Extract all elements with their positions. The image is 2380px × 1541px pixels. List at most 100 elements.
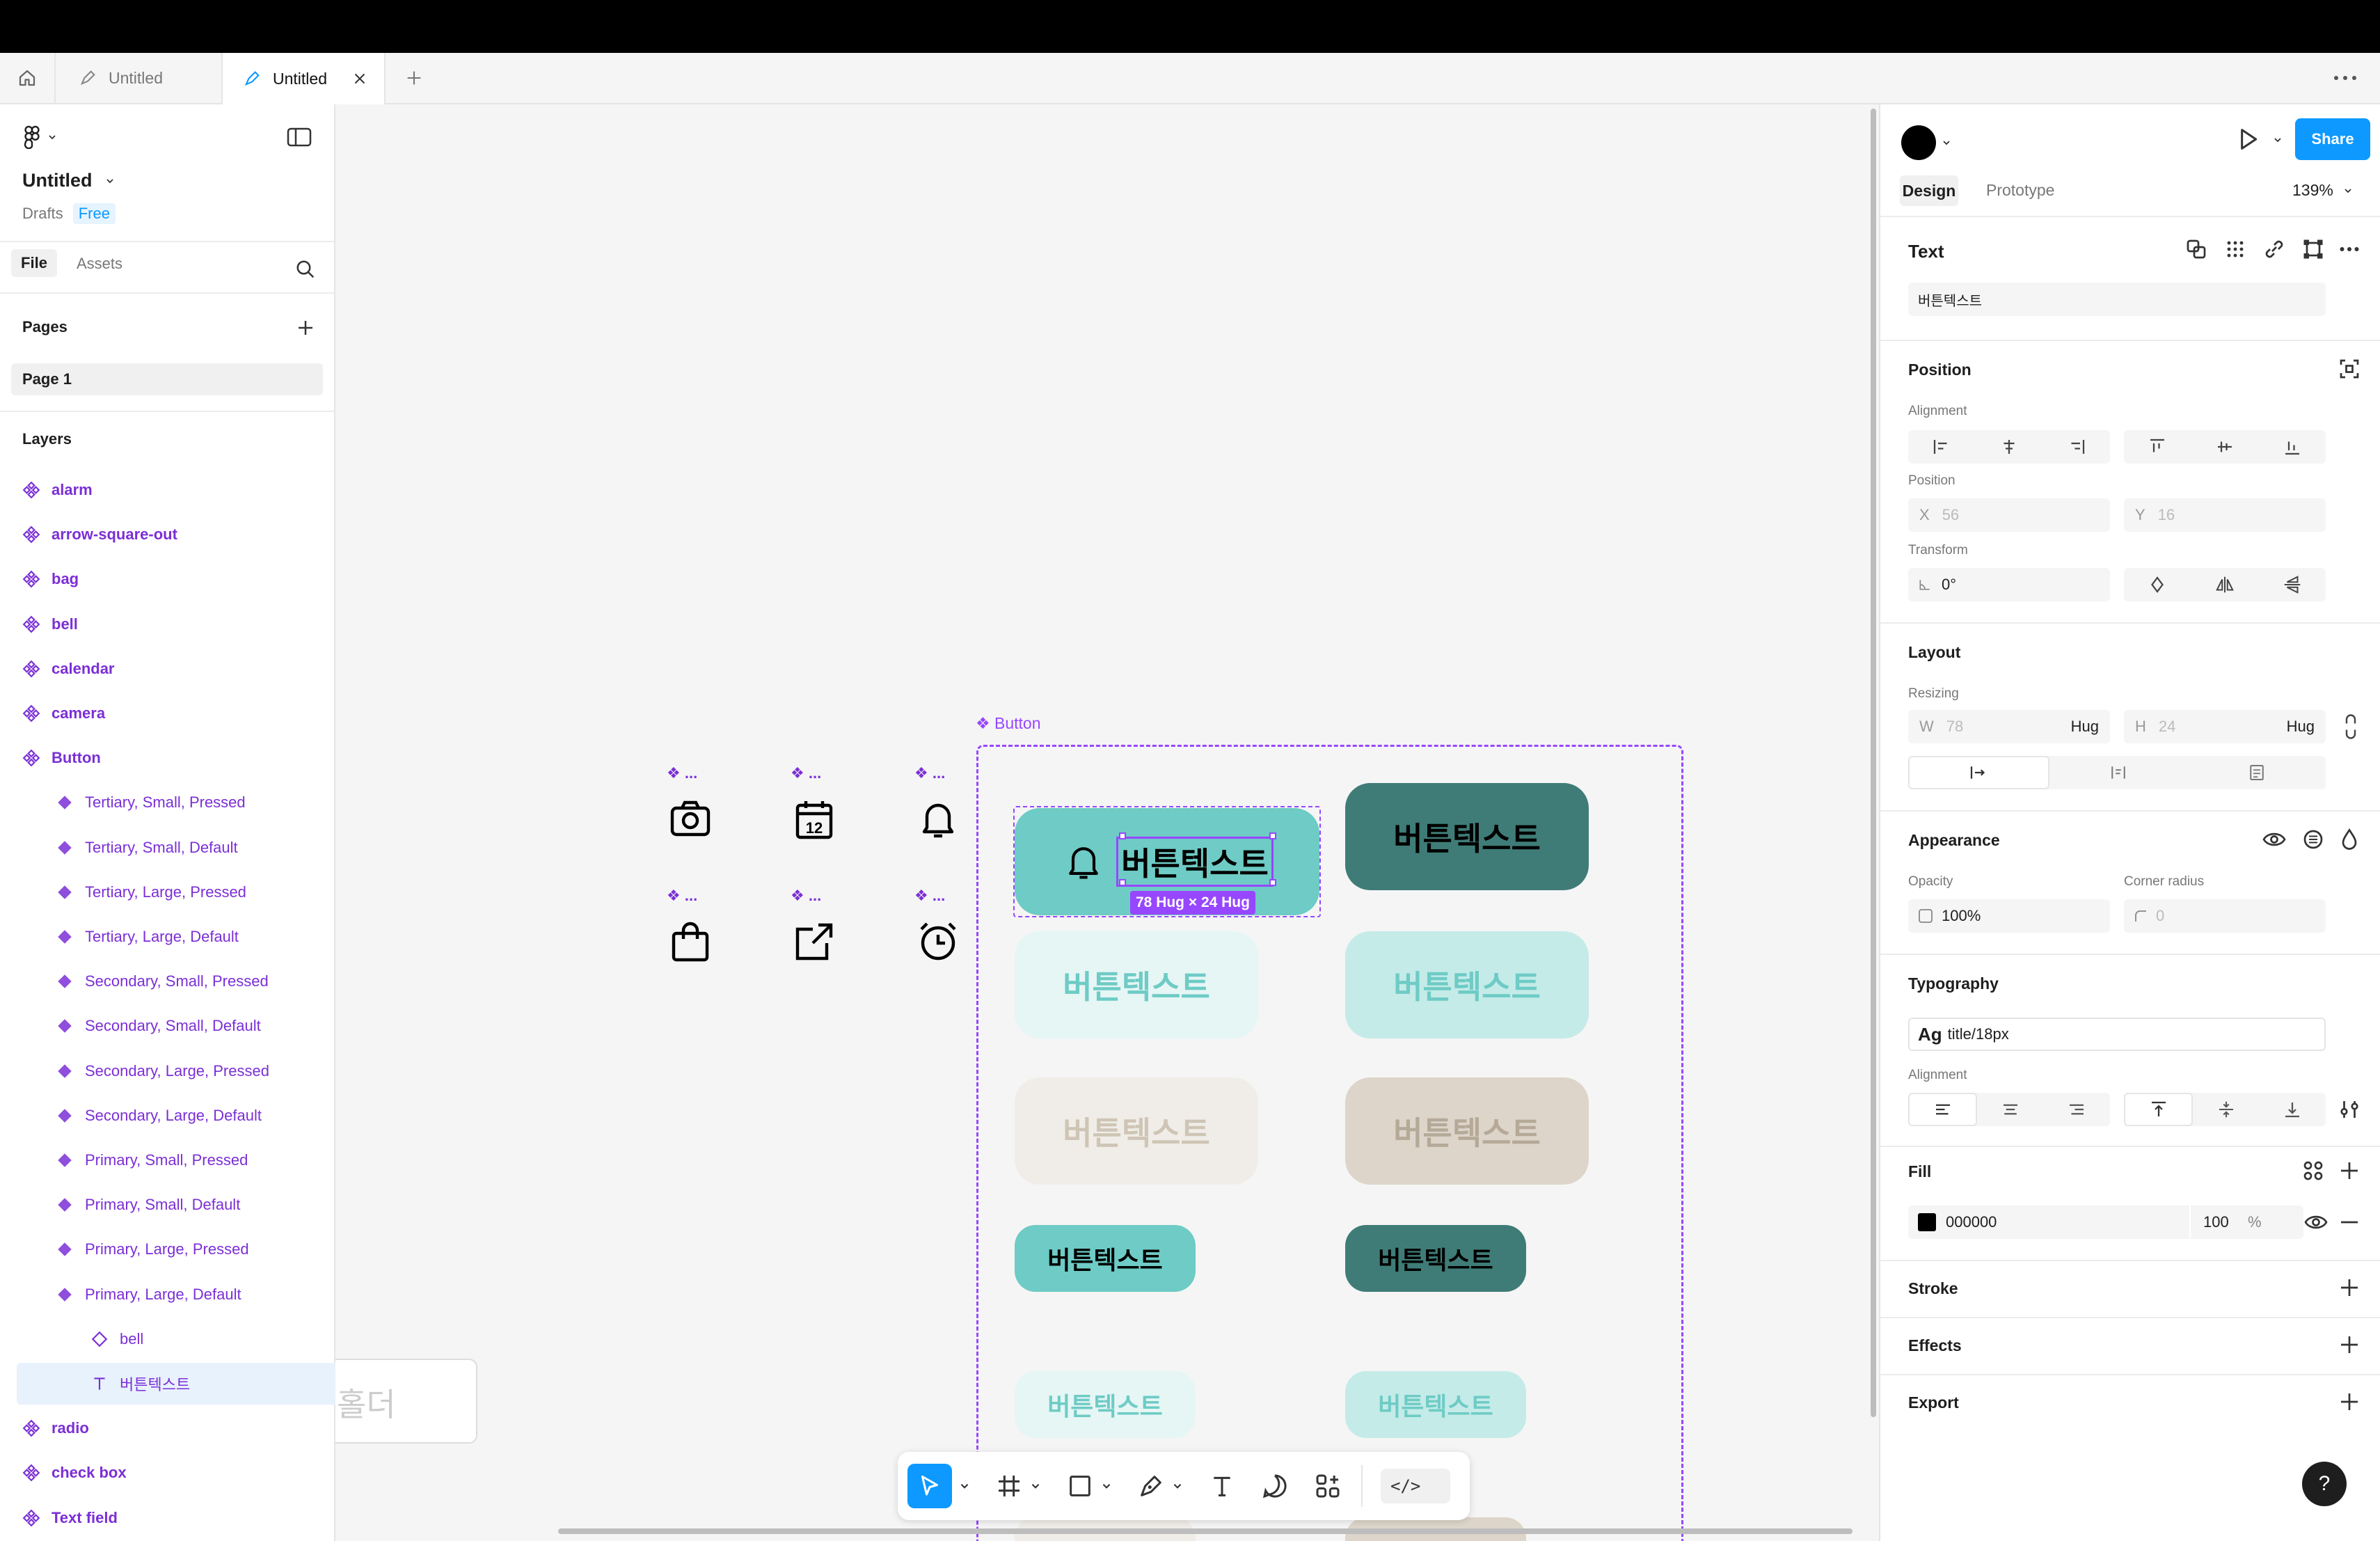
file-title[interactable]: Untitled <box>22 170 115 191</box>
move-tool-button[interactable] <box>907 1464 952 1508</box>
chevron-down-icon[interactable] <box>2273 135 2283 145</box>
frame-tool-icon[interactable] <box>995 1472 1023 1500</box>
chevron-down-icon[interactable] <box>1172 1480 1183 1492</box>
layer-item-alarm[interactable]: alarm <box>0 469 335 511</box>
rectangle-tool-icon[interactable] <box>1066 1472 1094 1500</box>
flip-horizontal-button[interactable] <box>2191 568 2259 601</box>
resize-handle[interactable] <box>1119 879 1126 886</box>
search-icon[interactable] <box>295 259 316 280</box>
layer-item-tertiary-large-default[interactable]: Tertiary, Large, Default <box>0 916 335 958</box>
width-field[interactable]: W 78 Hug <box>1908 710 2110 743</box>
secondary-large-default-button[interactable]: 버튼텍스트 <box>1015 931 1258 1038</box>
close-icon[interactable] <box>351 70 369 88</box>
pen-tool-icon[interactable] <box>1137 1472 1165 1500</box>
fill-swatch[interactable] <box>1918 1213 1936 1231</box>
text-tool-icon[interactable] <box>1208 1472 1236 1500</box>
opacity-field[interactable]: 100% <box>1908 899 2110 933</box>
secondary-small-pressed-button[interactable]: 버튼텍스트 <box>1345 1371 1526 1438</box>
layer-item-secondary-large-pressed[interactable]: Secondary, Large, Pressed <box>0 1050 335 1092</box>
h-mode[interactable]: Hug <box>2286 718 2315 735</box>
align-center-button[interactable] <box>1976 430 2043 464</box>
component-swap-icon[interactable] <box>2184 237 2209 262</box>
add-export-icon[interactable] <box>2337 1389 2362 1414</box>
align-middle-button[interactable] <box>2191 430 2259 464</box>
layer-item-secondary-small-pressed[interactable]: Secondary, Small, Pressed <box>0 961 335 1002</box>
icon-component-label[interactable]: ❖ ... <box>667 764 698 782</box>
align-right-button[interactable] <box>2042 430 2110 464</box>
file-tab-1[interactable]: Untitled <box>57 53 221 103</box>
type-settings-icon[interactable] <box>2337 1097 2362 1122</box>
tab-design[interactable]: Design <box>1900 175 1958 206</box>
file-tab-2[interactable]: Untitled <box>221 53 386 104</box>
rotate-button[interactable] <box>2124 568 2191 601</box>
remove-fill-icon[interactable] <box>2337 1210 2362 1235</box>
tertiary-large-default-button[interactable]: 버튼텍스트 <box>1015 1077 1258 1185</box>
help-button[interactable]: ? <box>2302 1462 2347 1506</box>
fill-opacity[interactable]: 100 <box>2203 1213 2229 1231</box>
secondary-large-pressed-button[interactable]: 버튼텍스트 <box>1345 931 1589 1038</box>
align-bottom-button[interactable] <box>2258 430 2326 464</box>
add-effect-icon[interactable] <box>2337 1332 2362 1357</box>
horizontal-scrollbar[interactable] <box>558 1528 1853 1534</box>
layer-item-calendar[interactable]: calendar <box>0 648 335 690</box>
text-align-middle-button[interactable] <box>2193 1093 2259 1126</box>
fixed-size-button[interactable] <box>2187 756 2326 789</box>
layer-item-tertiary-large-pressed[interactable]: Tertiary, Large, Pressed <box>0 871 335 913</box>
icon-component-label[interactable]: ❖ ... <box>791 887 822 904</box>
vertical-scrollbar[interactable] <box>1871 109 1876 1417</box>
layer-item-radio[interactable]: radio <box>0 1407 335 1449</box>
height-field[interactable]: H 24 Hug <box>2124 710 2326 743</box>
primary-large-pressed-button[interactable]: 버튼텍스트 <box>1345 783 1589 890</box>
text-style-field[interactable]: Ag title/18px <box>1908 1018 2326 1051</box>
tab-file[interactable]: File <box>11 249 57 277</box>
layer-name-field[interactable]: 버튼텍스트 <box>1908 283 2326 316</box>
text-align-left-button[interactable] <box>1908 1093 1978 1126</box>
text-align-bottom-button[interactable] <box>2260 1093 2326 1126</box>
text-align-right-button[interactable] <box>2044 1093 2110 1126</box>
layer-item-tertiary-small-pressed[interactable]: Tertiary, Small, Pressed <box>0 782 335 823</box>
dev-mode-toggle[interactable]: </> <box>1381 1469 1450 1503</box>
page-item[interactable]: Page 1 <box>11 363 323 395</box>
main-menu-button[interactable] <box>24 125 57 149</box>
sidebar-toggle-icon[interactable] <box>287 127 312 148</box>
present-icon[interactable] <box>2234 125 2262 153</box>
home-tab[interactable] <box>0 53 56 103</box>
w-mode[interactable]: Hug <box>2070 718 2099 735</box>
frame-selection-icon[interactable] <box>2301 237 2326 262</box>
chevron-down-icon[interactable] <box>1101 1480 1112 1492</box>
resize-handle[interactable] <box>1269 832 1276 839</box>
styles-icon[interactable] <box>2301 1158 2326 1183</box>
icon-component-label[interactable]: ❖ ... <box>914 764 946 782</box>
primary-small-default-button[interactable]: 버튼텍스트 <box>1015 1225 1196 1292</box>
drafts-link[interactable]: Drafts <box>22 205 63 222</box>
fill-hex[interactable]: 000000 <box>1946 1213 1997 1231</box>
layer-item-primary-large-default[interactable]: Primary, Large, Default <box>0 1274 335 1315</box>
zoom-control[interactable]: 139% <box>2292 181 2353 200</box>
layer-item-button[interactable]: Button <box>0 737 335 779</box>
layer-item-camera[interactable]: camera <box>0 693 335 734</box>
fill-row[interactable]: 000000 100 % <box>1908 1206 2303 1239</box>
plan-badge[interactable]: Free <box>72 203 116 224</box>
frame-label[interactable]: ❖ Button <box>976 714 1041 732</box>
tab-prototype[interactable]: Prototype <box>1986 181 2054 200</box>
layer-item-arrow-square-out[interactable]: arrow-square-out <box>0 514 335 555</box>
layer-item-tertiary-small-default[interactable]: Tertiary, Small, Default <box>0 827 335 869</box>
grid-icon[interactable] <box>2223 237 2248 262</box>
focus-icon[interactable] <box>2337 356 2362 381</box>
comment-tool-icon[interactable] <box>1261 1472 1289 1500</box>
tab-assets[interactable]: Assets <box>77 255 122 273</box>
icon-component-label[interactable]: ❖ ... <box>667 887 698 904</box>
tertiary-large-pressed-button[interactable]: 버튼텍스트 <box>1345 1077 1589 1185</box>
icon-component-label[interactable]: ❖ ... <box>914 887 946 904</box>
layer-item-primary-small-default[interactable]: Primary, Small, Default <box>0 1184 335 1226</box>
button-component-set[interactable] <box>976 745 1683 1541</box>
more-menu-button[interactable] <box>2324 53 2366 103</box>
layer-item-primary-large-pressed[interactable]: Primary, Large, Pressed <box>0 1228 335 1270</box>
more-icon[interactable] <box>2337 237 2362 262</box>
resize-handle[interactable] <box>1119 832 1126 839</box>
add-stroke-icon[interactable] <box>2337 1275 2362 1300</box>
add-page-icon[interactable] <box>295 317 316 338</box>
flip-vertical-button[interactable] <box>2258 568 2326 601</box>
